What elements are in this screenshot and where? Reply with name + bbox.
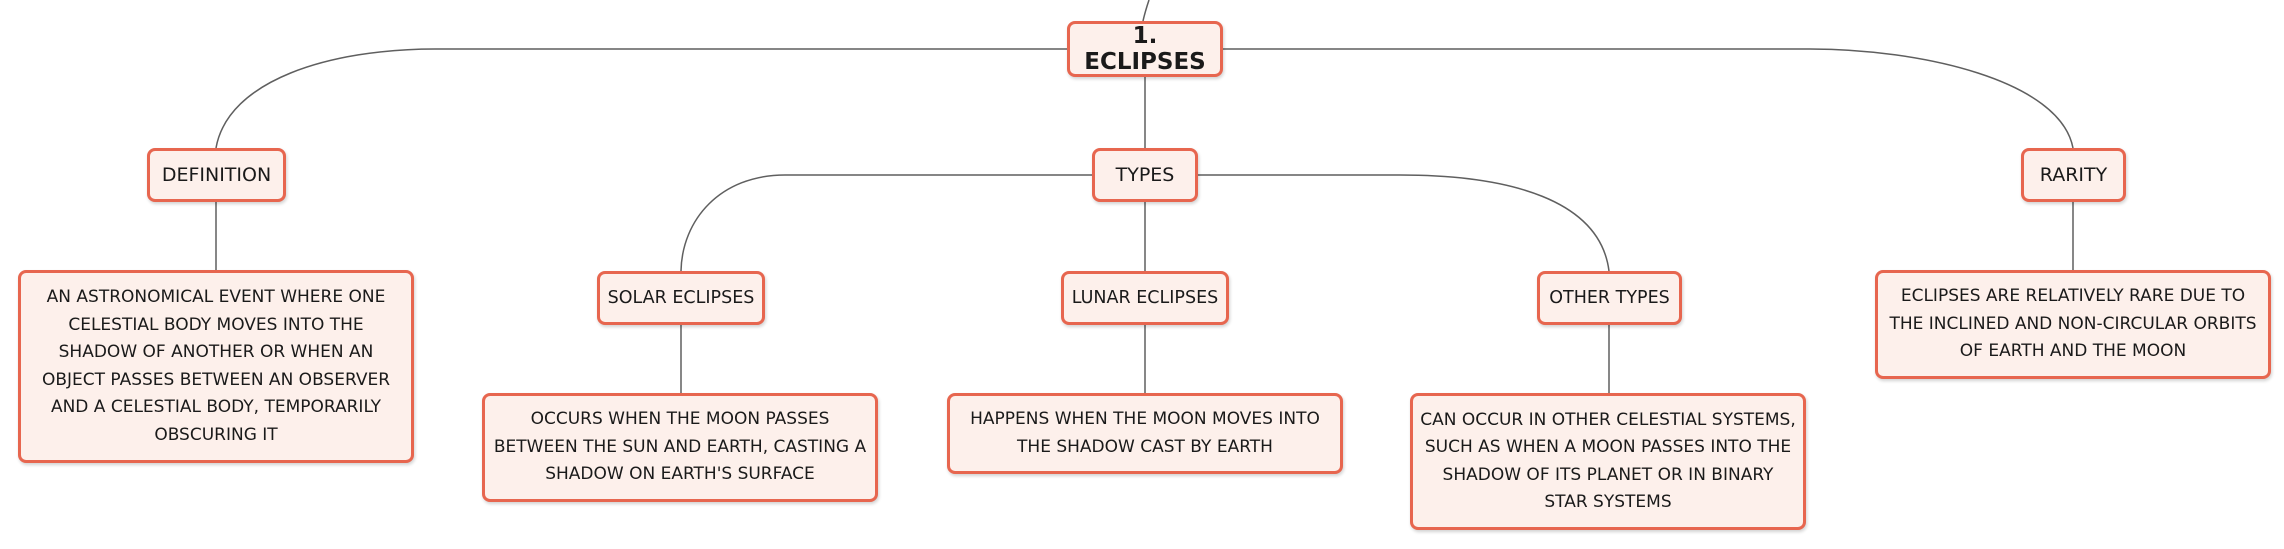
root-node[interactable]: 1. ECLIPSES <box>1067 21 1223 77</box>
connector-root-rarity <box>1223 48 2074 149</box>
other-types-detail-node[interactable]: CAN OCCUR IN OTHER CELESTIAL SYSTEMS, SU… <box>1410 393 1806 530</box>
definition-detail-node[interactable]: AN ASTRONOMICAL EVENT WHERE ONE CELESTIA… <box>18 270 414 463</box>
definition-node[interactable]: DEFINITION <box>147 148 286 202</box>
solar-eclipses-detail-text: OCCURS WHEN THE MOON PASSES BETWEEN THE … <box>493 409 867 485</box>
lunar-eclipses-detail-node[interactable]: HAPPENS WHEN THE MOON MOVES INTO THE SHA… <box>947 393 1343 474</box>
other-types-detail-text: CAN OCCUR IN OTHER CELESTIAL SYSTEMS, SU… <box>1420 409 1796 513</box>
other-types-node[interactable]: OTHER TYPES <box>1537 271 1682 325</box>
lunar-eclipses-detail-text: HAPPENS WHEN THE MOON MOVES INTO THE SHA… <box>970 409 1320 457</box>
connector-types-solar <box>680 174 1092 272</box>
connector-from-parent <box>1142 0 1150 22</box>
rarity-detail-text: ECLIPSES ARE RELATIVELY RARE DUE TO THE … <box>1889 286 2257 362</box>
definition-detail-text: AN ASTRONOMICAL EVENT WHERE ONE CELESTIA… <box>41 287 391 445</box>
solar-eclipses-detail-node[interactable]: OCCURS WHEN THE MOON PASSES BETWEEN THE … <box>482 393 878 502</box>
solar-eclipses-node[interactable]: SOLAR ECLIPSES <box>597 271 765 325</box>
types-node[interactable]: TYPES <box>1092 148 1198 202</box>
rarity-node[interactable]: RARITY <box>2021 148 2126 202</box>
lunar-eclipses-node[interactable]: LUNAR ECLIPSES <box>1061 271 1229 325</box>
connector-root-definition <box>215 48 1067 149</box>
connector-types-other <box>1198 174 1610 272</box>
rarity-detail-node[interactable]: ECLIPSES ARE RELATIVELY RARE DUE TO THE … <box>1875 270 2271 379</box>
